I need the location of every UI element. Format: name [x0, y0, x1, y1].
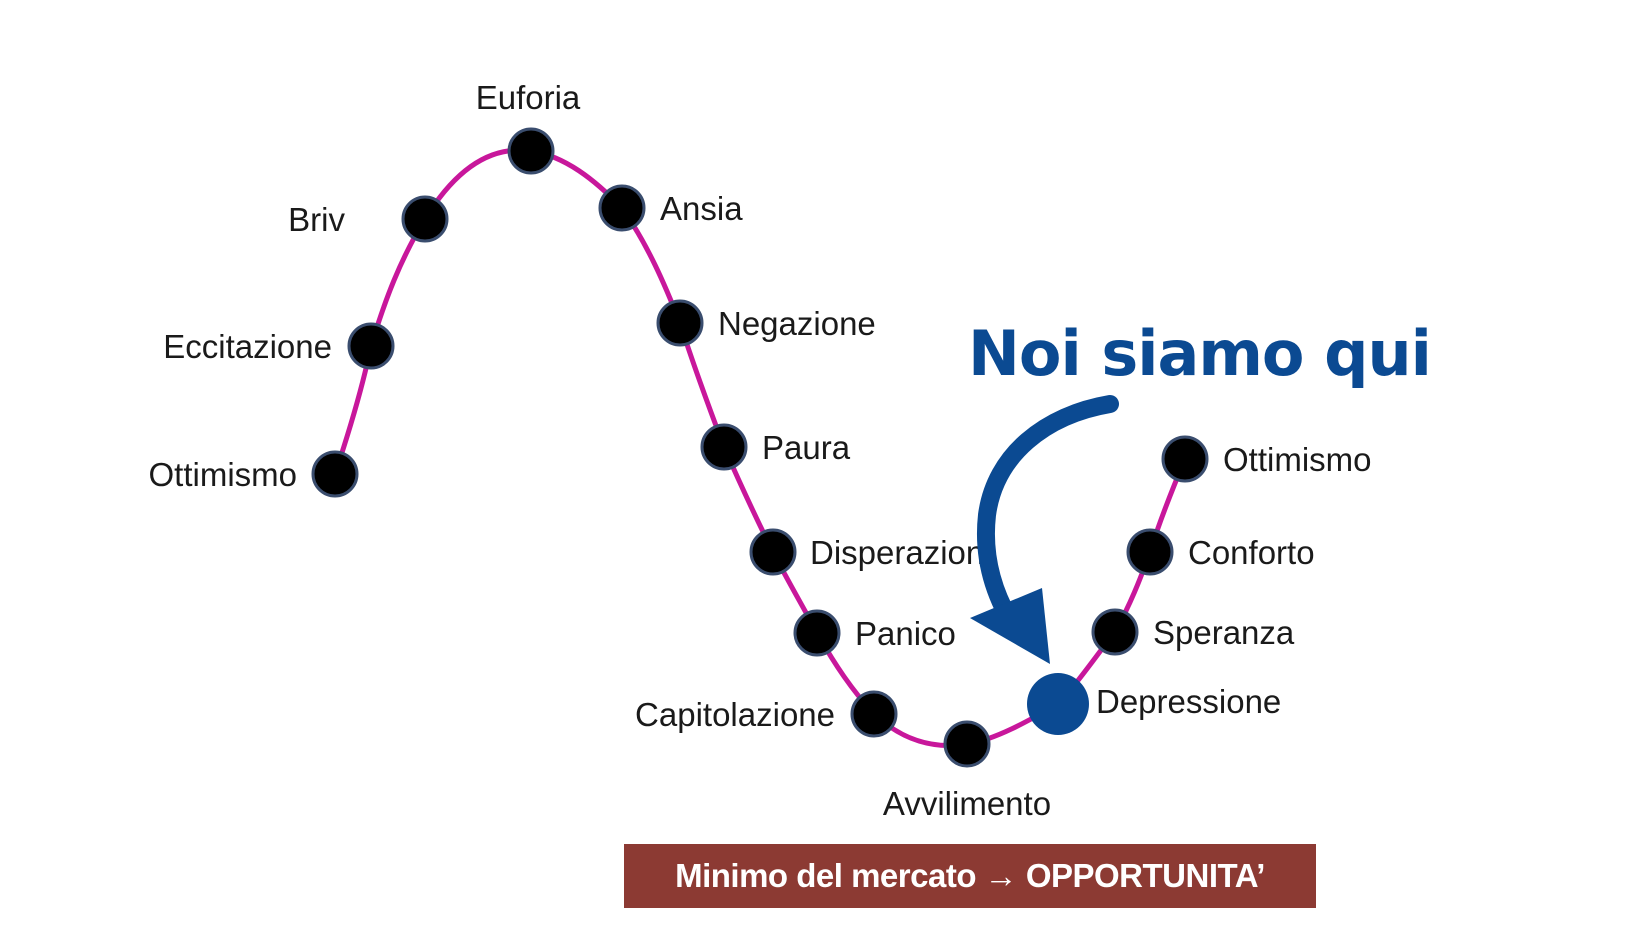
- stage-marker-euforia: [507, 127, 555, 175]
- stage-markers: [311, 127, 1209, 768]
- stage-label-avvilimento: Avvilimento: [883, 785, 1051, 822]
- stage-label-ottimismo-start: Ottimismo: [149, 456, 298, 493]
- stage-marker-speranza: [1091, 608, 1139, 656]
- stage-label-ansia: Ansia: [660, 190, 743, 227]
- stage-marker-ottimismo-end: [1161, 435, 1209, 483]
- stage-marker-avvilimento: [943, 720, 991, 768]
- stage-marker-disperazione: [749, 528, 797, 576]
- stage-label-disperazione: Disperazion: [810, 534, 984, 571]
- stage-label-panico: Panico: [855, 615, 956, 652]
- stage-label-brivido: Briv: [288, 201, 345, 238]
- callout-arrow: [970, 395, 1119, 664]
- cycle-curve: [332, 147, 1188, 749]
- stage-marker-brivido: [401, 195, 449, 243]
- stage-label-euforia: Euforia: [476, 79, 581, 116]
- stage-label-capitolazione: Capitolazione: [635, 696, 835, 733]
- stage-marker-negazione: [656, 299, 704, 347]
- stage-marker-capitolazione: [850, 690, 898, 738]
- stage-label-eccitazione: Eccitazione: [163, 328, 332, 365]
- stage-marker-depressione: [1027, 673, 1089, 735]
- stage-marker-conforto: [1126, 528, 1174, 576]
- stage-marker-ottimismo-start: [311, 450, 359, 498]
- stage-marker-ansia: [598, 184, 646, 232]
- stage-label-speranza: Speranza: [1153, 614, 1295, 651]
- stage-label-ottimismo-end: Ottimismo: [1223, 441, 1372, 478]
- stage-label-paura: Paura: [762, 429, 851, 466]
- stage-marker-eccitazione: [347, 322, 395, 370]
- stage-marker-paura: [700, 423, 748, 471]
- stage-label-negazione: Negazione: [718, 305, 876, 342]
- stage-labels: Ottimismo Eccitazione Briv EuforiaAnsiaNega…: [149, 79, 1372, 822]
- market-bottom-banner: Minimo del mercato → OPPORTUNITA’: [624, 844, 1316, 908]
- stage-marker-panico: [793, 609, 841, 657]
- stage-label-depressione: Depressione: [1096, 683, 1281, 720]
- stage-label-conforto: Conforto: [1188, 534, 1315, 571]
- callout-text: Noi siamo qui: [968, 317, 1431, 390]
